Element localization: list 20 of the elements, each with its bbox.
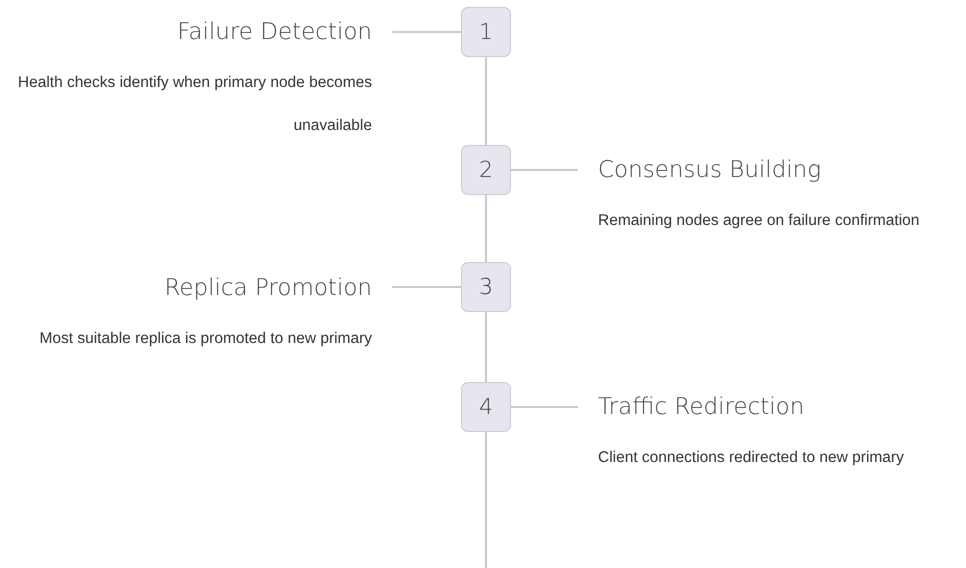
step-title: Failure Detection (177, 18, 372, 47)
connector-line (485, 432, 487, 568)
step-description: Remaining nodes agree on failure confirmation (598, 211, 920, 231)
connector-line (392, 286, 461, 288)
step-title: Replica Promotion (164, 274, 372, 303)
step-title: Consensus Building (598, 156, 822, 185)
connector-line (485, 195, 487, 262)
connector-line (511, 169, 578, 171)
connector-line (485, 312, 487, 382)
step-description: Health checks identify when primary node becomes unavailable (16, 73, 372, 136)
connector-line (485, 57, 487, 145)
step-number-marker: 1 (461, 7, 511, 57)
step-number-marker: 2 (461, 145, 511, 195)
connector-line (511, 406, 578, 408)
step-description: Most suitable replica is promoted to new primary (38, 329, 372, 349)
step-description: Client connections redirected to new primary (598, 448, 905, 468)
connector-line (392, 31, 461, 33)
step-number-marker: 4 (461, 382, 511, 432)
step-number-marker: 3 (461, 262, 511, 312)
step-title: Traffic Redirection (598, 393, 804, 422)
